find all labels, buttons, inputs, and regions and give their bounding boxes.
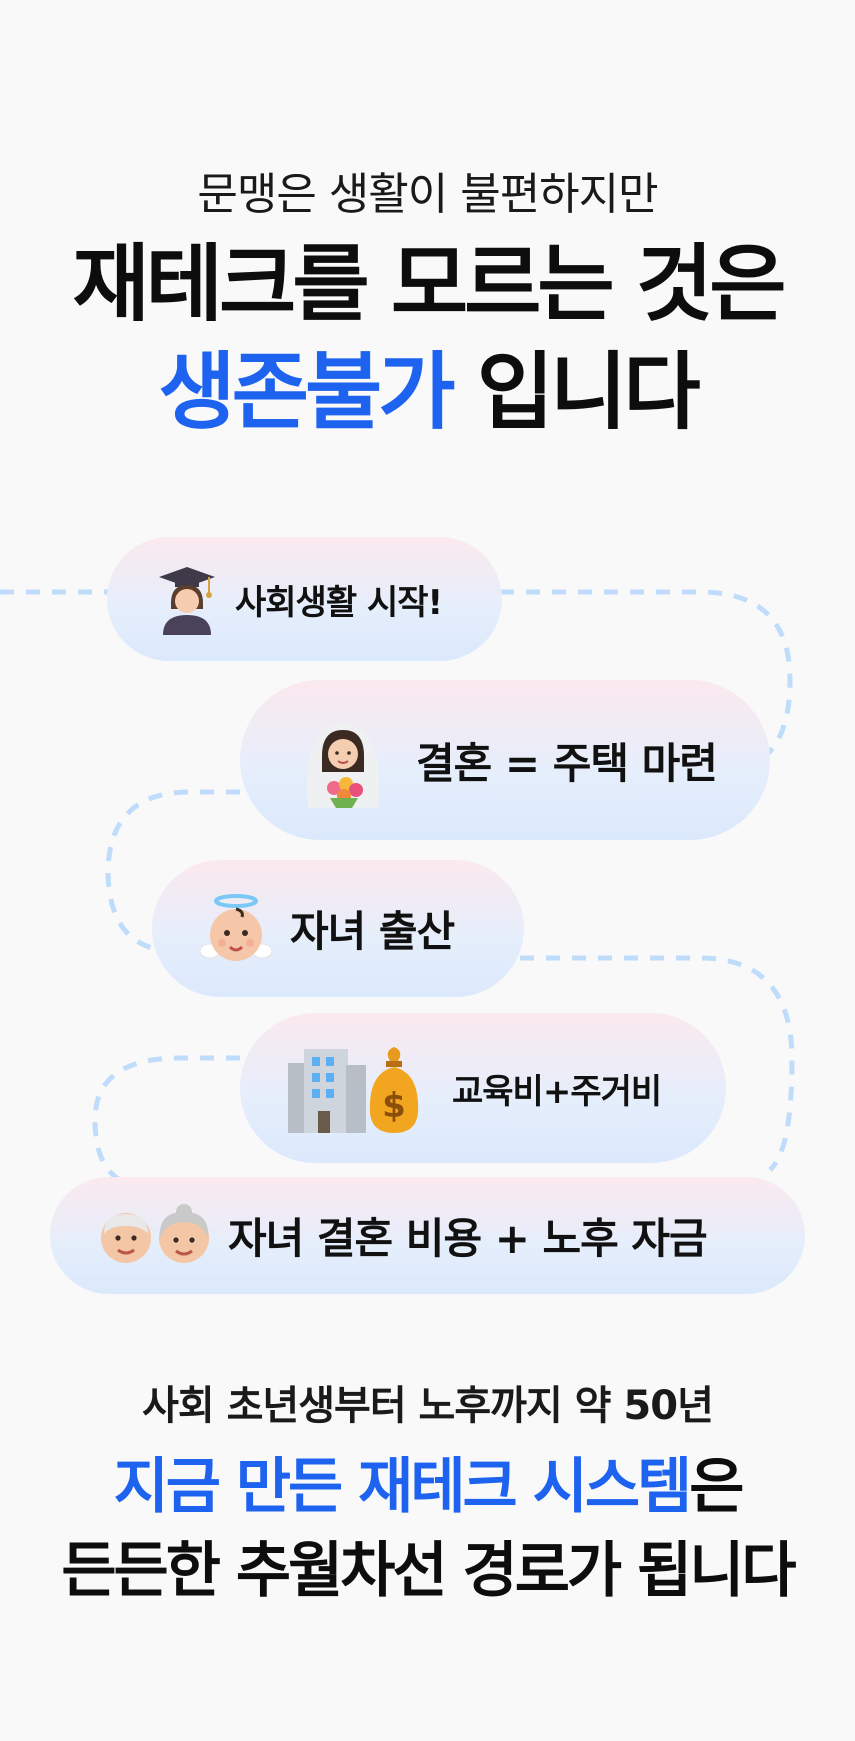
- outro-highlight-suffix: 은: [689, 1452, 744, 1522]
- outro-highlight: 지금 만든 재테크 시스템: [113, 1452, 693, 1522]
- timeline-step-2-label: 결혼 = 주택 마련: [416, 738, 718, 788]
- timeline-step-3-label: 자녀 출산: [290, 907, 455, 956]
- timeline-step-1: 사회생활 시작!: [107, 537, 502, 661]
- timeline-step-5: 자녀 결혼 비용 + 노후 자금: [50, 1177, 805, 1294]
- headline-highlight: 생존불가: [158, 343, 455, 441]
- headline-line-2: 생존불가 입니다: [0, 350, 855, 434]
- timeline-step-1-label: 사회생활 시작!: [235, 582, 443, 623]
- building-and-moneybag-icon: $: [288, 1047, 419, 1133]
- baby-angel-icon: [199, 893, 273, 961]
- svg-text:$: $: [382, 1086, 406, 1126]
- old-couple-icon: [101, 1203, 209, 1263]
- timeline-step-4-label: 교육비+주거비: [452, 1071, 662, 1112]
- timeline-step-5-label: 자녀 결혼 비용 + 노후 자금: [228, 1214, 708, 1263]
- headline-line-1: 재테크를 모르는 것은: [72, 235, 786, 333]
- graduate-woman-icon: [159, 567, 215, 635]
- intro-subtitle: 문맹은 생활이 불편하지만: [197, 169, 658, 220]
- outro-final-line: 든든한 추월차선 경로가 됩니다: [61, 1536, 796, 1606]
- outro-subtitle: 사회 초년생부터 노후까지 약 50년: [142, 1383, 714, 1429]
- headline-rest: 입니다: [451, 343, 701, 441]
- timeline-step-4: $ 교육비+주거비: [240, 1013, 726, 1163]
- outro-highlight-line: 지금 만든 재테크 시스템은: [0, 1438, 855, 1525]
- bride-icon: [306, 723, 380, 808]
- timeline-step-3: 자녀 출산: [152, 860, 524, 997]
- timeline-step-2: 결혼 = 주택 마련: [240, 680, 770, 840]
